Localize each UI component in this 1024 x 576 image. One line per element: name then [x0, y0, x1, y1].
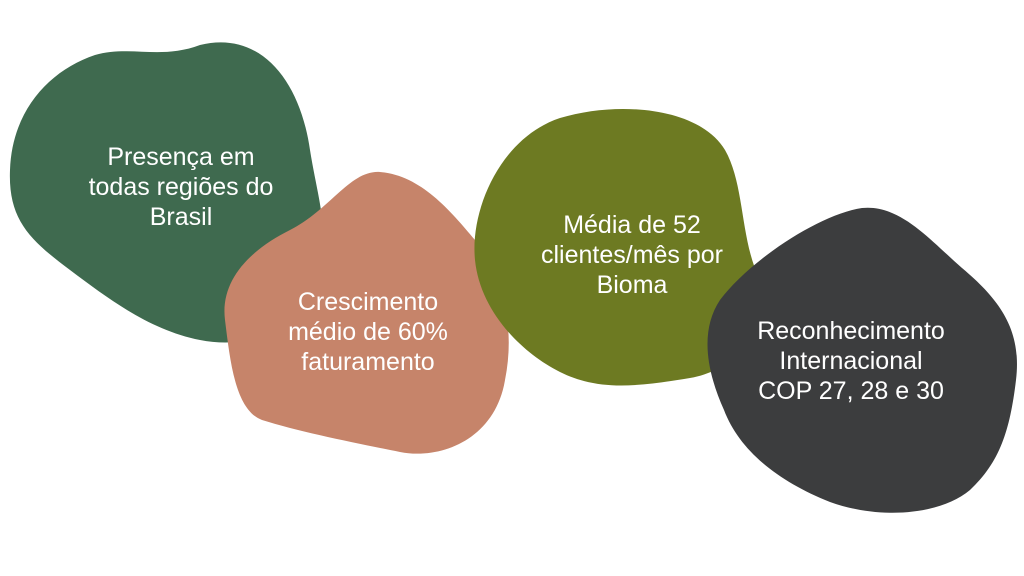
label-line: Internacional [779, 347, 923, 375]
blob-label-recognition: Reconhecimento Internacional COP 27, 28 … [721, 316, 981, 406]
blob-label-growth: Crescimento médio de 60% faturamento [238, 287, 498, 377]
blob-terracotta [224, 171, 509, 454]
blob-label-clients: Média de 52 clientes/mês por Bioma [502, 210, 762, 300]
label-line: Reconhecimento [757, 317, 945, 345]
blob-charcoal [707, 207, 1017, 513]
label-line: Bioma [596, 271, 668, 299]
label-line: clientes/mês por [540, 241, 724, 269]
label-line: todas regiões do [88, 173, 274, 201]
label-line: Média de 52 [563, 211, 701, 239]
blob-label-presence: Presença em todas regiões do Brasil [51, 142, 311, 232]
label-line: faturamento [301, 348, 435, 376]
label-line: médio de 60% [288, 318, 448, 346]
label-line: Crescimento [297, 288, 439, 316]
label-line: Presença em [107, 143, 255, 171]
label-line: COP 27, 28 e 30 [758, 377, 944, 405]
blob-olive [474, 108, 764, 386]
label-line: Brasil [149, 203, 213, 231]
